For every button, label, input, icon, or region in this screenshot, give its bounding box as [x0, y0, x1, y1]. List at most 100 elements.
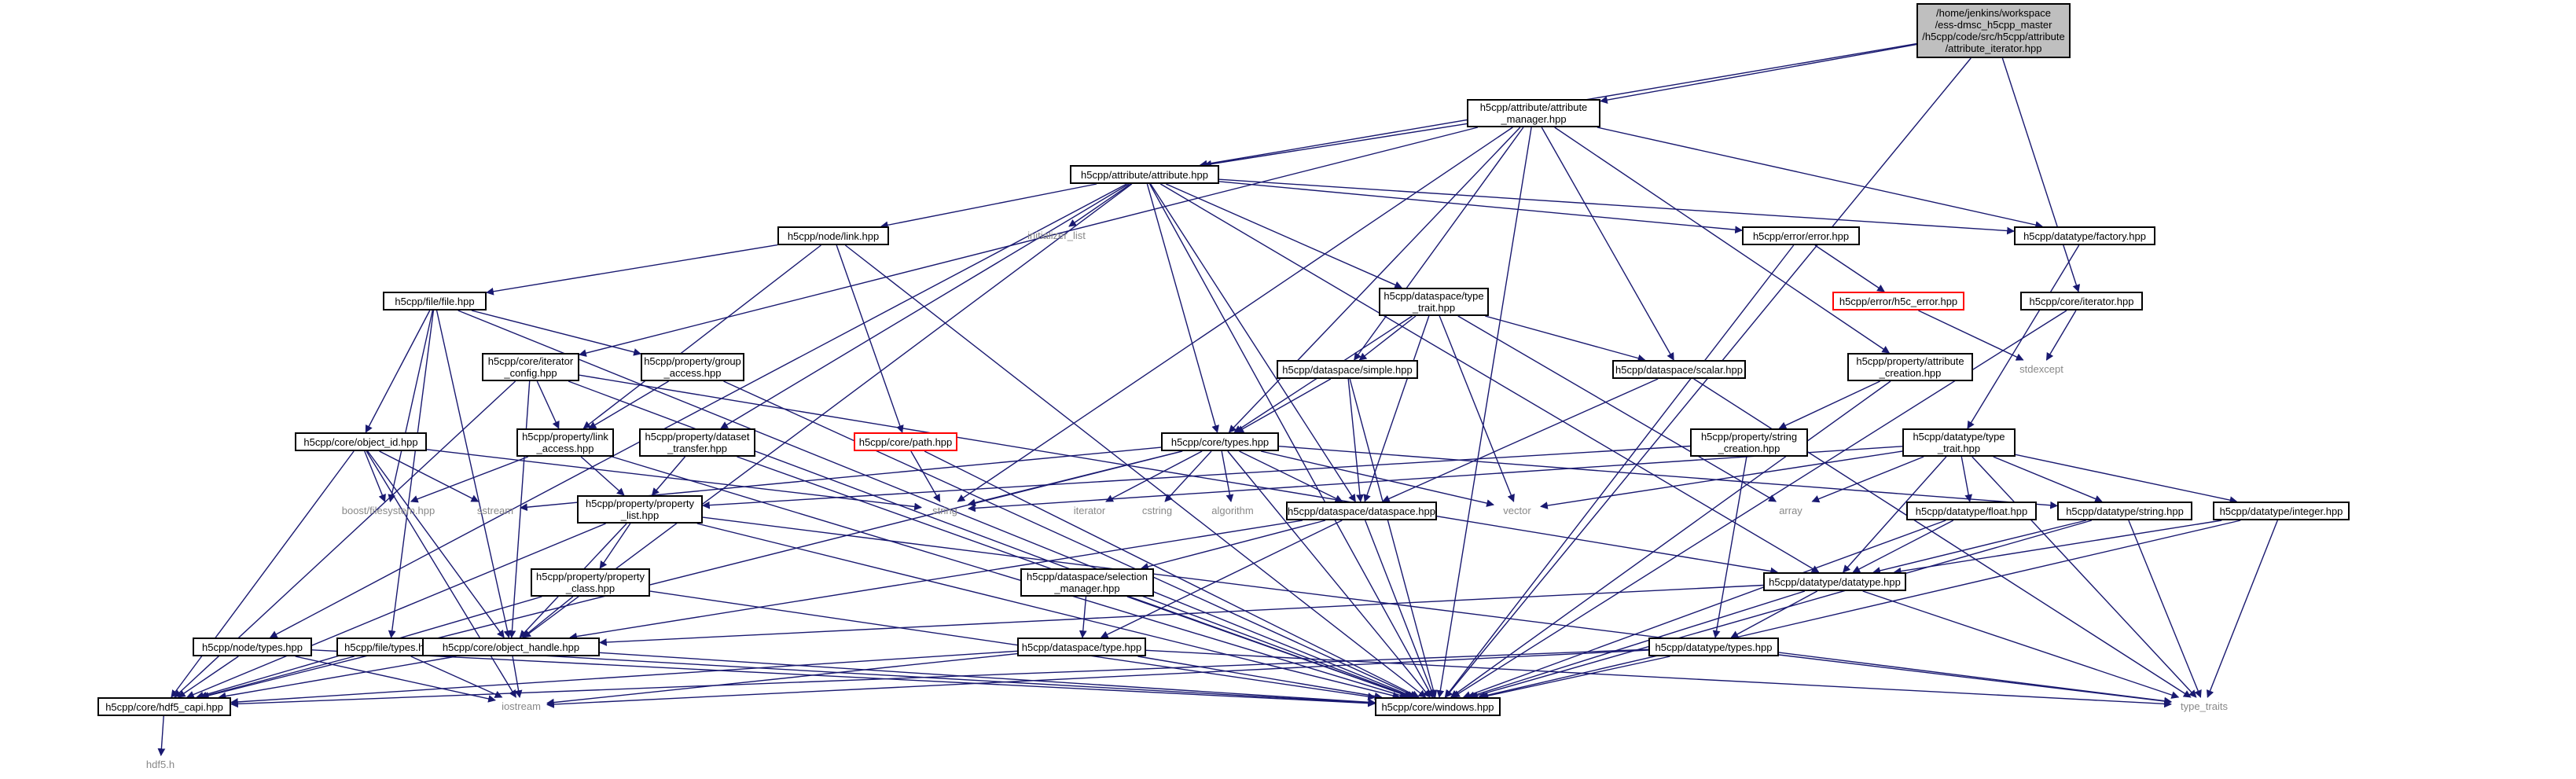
- node-string-creation[interactable]: h5cpp/property/string _creation.hpp: [1690, 428, 1808, 457]
- edge-attr-to-core-types: [1146, 183, 1219, 433]
- edge-attr-mgr-to-factory: [1597, 127, 2044, 229]
- node-link-access[interactable]: h5cpp/property/link _access.hpp: [516, 428, 614, 457]
- node-ds-type[interactable]: h5cpp/dataspace/type.hpp: [1017, 638, 1146, 656]
- node-string: string: [921, 502, 968, 519]
- node-ds-scalar[interactable]: h5cpp/dataspace/scalar.hpp: [1612, 360, 1746, 379]
- node-hdf5-capi[interactable]: h5cpp/core/hdf5_capi.hpp: [97, 697, 231, 716]
- node-link[interactable]: h5cpp/node/link.hpp: [777, 226, 889, 245]
- node-dt-string[interactable]: h5cpp/datatype/string.hpp: [2057, 502, 2192, 520]
- node-label: h5cpp/error/error.hpp: [1752, 230, 1850, 242]
- edge-sel-manager-to-ds-type: [1079, 596, 1087, 638]
- node-label: h5cpp/core/types.hpp: [1170, 435, 1270, 448]
- node-label: iterator: [1073, 504, 1106, 516]
- edge-file-to-group-access: [471, 310, 641, 356]
- edge-core-types-to-dt-string: [1278, 446, 2058, 509]
- edge-attr-to-link: [880, 183, 1097, 230]
- node-label: h5cpp/datatype/integer.hpp: [2219, 505, 2343, 517]
- edge-link-to-file: [486, 244, 778, 296]
- node-hdf5-h: hdf5.h: [138, 755, 182, 773]
- node-label: h5cpp/attribute/attribute.hpp: [1081, 168, 1208, 181]
- node-ds-dataspace[interactable]: h5cpp/dataspace/dataspace.hpp: [1286, 502, 1437, 520]
- node-attr[interactable]: h5cpp/attribute/attribute.hpp: [1070, 165, 1219, 184]
- node-label: h5cpp/property/property _list.hpp: [585, 498, 695, 521]
- edge-attr-to-error: [1218, 181, 1743, 234]
- edge-file-to-object-handle: [435, 310, 512, 638]
- node-label: array: [1779, 504, 1802, 516]
- node-factory[interactable]: h5cpp/datatype/factory.hpp: [2014, 226, 2155, 245]
- node-algorithm: algorithm: [1203, 502, 1262, 519]
- node-prop-list[interactable]: h5cpp/property/property _list.hpp: [577, 495, 703, 524]
- edge-dt-types-to-type-traits: [1778, 654, 2172, 705]
- edge-ds-simple-to-windows: [1349, 378, 1438, 698]
- node-core-types[interactable]: h5cpp/core/types.hpp: [1161, 432, 1279, 451]
- node-dt-float[interactable]: h5cpp/datatype/float.hpp: [1906, 502, 2037, 520]
- edge-node-types-to-hdf5-capi: [177, 656, 239, 698]
- edge-attr-mgr-to-windows: [1436, 127, 1532, 698]
- node-iostream: iostream: [495, 697, 547, 715]
- node-dt-datatype[interactable]: h5cpp/datatype/datatype.hpp: [1763, 572, 1906, 591]
- node-label: h5cpp/dataspace/selection _manager.hpp: [1027, 571, 1148, 594]
- node-dt-types[interactable]: h5cpp/datatype/types.hpp: [1648, 638, 1779, 656]
- node-dt-type-trait[interactable]: h5cpp/datatype/type _trait.hpp: [1902, 428, 2016, 457]
- edge-path-to-string: [910, 450, 941, 502]
- node-error[interactable]: h5cpp/error/error.hpp: [1742, 226, 1860, 245]
- edge-core-types-to-windows: [1227, 450, 1431, 698]
- edge-ds-dataspace-to-ds-type: [1100, 520, 1343, 638]
- node-label: h5cpp/core/iterator.hpp: [2029, 295, 2134, 307]
- node-object-id[interactable]: h5cpp/core/object_id.hpp: [295, 432, 427, 451]
- node-attr-mgr[interactable]: h5cpp/attribute/attribute _manager.hpp: [1467, 99, 1600, 127]
- edge-object-id-to-boost-fs: [364, 450, 386, 502]
- node-initlist: initializer_list: [1019, 226, 1094, 244]
- node-label: h5cpp/node/types.hpp: [202, 641, 303, 653]
- node-ds-type-trait[interactable]: h5cpp/dataspace/type _trait.hpp: [1379, 288, 1489, 316]
- edge-attr-to-ds-dataspace: [1150, 183, 1356, 502]
- node-ds-simple[interactable]: h5cpp/dataspace/simple.hpp: [1277, 360, 1418, 379]
- node-label: sstream: [476, 504, 514, 516]
- edge-dt-type-trait-to-dt-float: [1960, 456, 1973, 502]
- node-object-handle[interactable]: h5cpp/core/object_handle.hpp: [422, 638, 600, 656]
- node-label: h5cpp/attribute/attribute _manager.hpp: [1479, 101, 1588, 125]
- node-label: /home/jenkins/workspace /ess-dmsc_h5cpp_…: [1922, 7, 2065, 54]
- edge-error-to-h5c-error: [1814, 244, 1885, 292]
- node-group-access[interactable]: h5cpp/property/group _access.hpp: [641, 353, 744, 381]
- node-dataset-transfer[interactable]: h5cpp/property/dataset _transfer.hpp: [639, 428, 755, 457]
- edge-attr-to-windows: [1148, 183, 1434, 698]
- edge-ds-simple-to-ds-dataspace: [1347, 378, 1364, 502]
- edge-dt-string-to-dt-datatype: [1872, 520, 2086, 575]
- node-label: vector: [1503, 504, 1531, 516]
- edge-dataset-transfer-to-prop-list: [651, 456, 686, 496]
- node-label: h5cpp/property/dataset _transfer.hpp: [645, 431, 750, 454]
- node-dt-integer[interactable]: h5cpp/datatype/integer.hpp: [2213, 502, 2350, 520]
- edge-ds-dataspace-to-windows: [1365, 520, 1435, 698]
- node-h5c-error[interactable]: h5cpp/error/h5c_error.hpp: [1832, 292, 1964, 310]
- node-sstream: sstream: [470, 502, 520, 519]
- edge-dt-type-trait-to-dt-string: [1993, 456, 2103, 503]
- node-core-iter[interactable]: h5cpp/core/iterator.hpp: [2020, 292, 2143, 310]
- edge-object-handle-to-hdf5-capi: [218, 656, 457, 700]
- edge-attr-mgr-to-ds-simple: [1354, 127, 1524, 361]
- edge-ds-simple-to-core-types: [1236, 378, 1332, 433]
- edge-group-access-to-windows: [723, 380, 1418, 698]
- node-prop-class[interactable]: h5cpp/property/property _class.hpp: [531, 568, 650, 597]
- edge-dt-types-to-windows: [1480, 656, 1670, 700]
- edge-attr-to-ds-type-trait: [1166, 183, 1402, 288]
- edge-link-to-windows: [844, 244, 1427, 698]
- edge-dt-types-to-iostream: [546, 649, 1649, 708]
- node-label: type_traits: [2181, 700, 2228, 712]
- edge-object-handle-to-windows: [599, 652, 1376, 707]
- edge-dt-type-trait-to-dt-datatype: [1843, 456, 1947, 573]
- edge-attr-mgr-to-iter-config: [579, 127, 1479, 357]
- node-cstring: cstring: [1134, 502, 1181, 519]
- node-attr-creation[interactable]: h5cpp/property/attribute _creation.hpp: [1847, 353, 1973, 381]
- edge-dt-datatype-to-object-handle: [599, 584, 1764, 646]
- edge-root-to-core-iter: [2001, 57, 2081, 292]
- node-sel-manager[interactable]: h5cpp/dataspace/selection _manager.hpp: [1020, 568, 1154, 597]
- node-label: h5cpp/core/iterator _config.hpp: [487, 355, 574, 379]
- node-node-types[interactable]: h5cpp/node/types.hpp: [193, 638, 312, 656]
- edge-file-to-object-id: [365, 310, 431, 433]
- node-iter-config[interactable]: h5cpp/core/iterator _config.hpp: [482, 353, 579, 381]
- node-file[interactable]: h5cpp/file/file.hpp: [383, 292, 487, 310]
- node-path[interactable]: h5cpp/core/path.hpp: [854, 432, 957, 451]
- node-windows[interactable]: h5cpp/core/windows.hpp: [1375, 697, 1501, 716]
- edge-attr-to-node-types: [269, 183, 1127, 638]
